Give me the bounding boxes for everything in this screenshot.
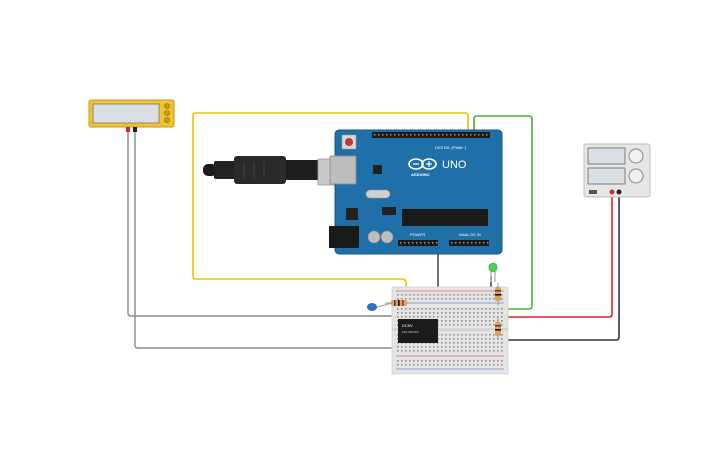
multimeter-probe-black	[133, 127, 137, 132]
usb-cable[interactable]	[203, 156, 345, 186]
yellow-wire[interactable]	[192, 112, 469, 300]
digital-pins-label: DIGITAL (PWM~)	[435, 145, 467, 150]
board-model-label: UNO	[442, 159, 467, 171]
capacitor-2	[380, 230, 394, 244]
arduino-logo-icon	[408, 158, 437, 170]
usb-chip	[373, 165, 382, 174]
breadboard-channel	[392, 328, 508, 331]
current-knob[interactable]	[628, 168, 644, 184]
gray-wire-lower[interactable]	[134, 126, 398, 349]
analog-pins-label: ANALOG IN	[459, 232, 481, 237]
analog-header[interactable]	[449, 240, 489, 246]
voltage-knob[interactable]	[628, 148, 644, 164]
black-wire-supply[interactable]	[497, 192, 620, 341]
terminal-positive[interactable]	[609, 189, 615, 195]
diode[interactable]	[367, 302, 393, 311]
power-supply-display-2	[587, 167, 626, 185]
regulator-chip	[346, 208, 358, 220]
multimeter-probe-red	[126, 127, 130, 132]
power-supply[interactable]	[583, 143, 651, 198]
wires	[127, 112, 620, 349]
relay[interactable]: DC5V 10A 250VAC	[398, 319, 438, 343]
resistor-2[interactable]	[495, 283, 501, 305]
gray-wire-upper[interactable]	[127, 126, 406, 317]
capacitor-1	[367, 230, 381, 244]
multimeter-knob-2	[164, 110, 170, 116]
crystal	[365, 189, 391, 199]
power-switch[interactable]	[589, 190, 597, 194]
power-header[interactable]	[398, 240, 438, 246]
resistor-3[interactable]	[495, 318, 501, 340]
board-brand-label: ARDUINO	[411, 172, 430, 177]
power-pins-label: POWER	[410, 232, 425, 237]
green-wire[interactable]	[473, 115, 533, 310]
relay-sublabel: 10A 250VAC	[402, 330, 420, 334]
red-wire[interactable]	[499, 192, 613, 318]
atmega-chip	[402, 209, 488, 226]
multimeter[interactable]	[88, 99, 175, 132]
green-led[interactable]	[488, 262, 498, 282]
multimeter-knob-3	[164, 117, 170, 123]
terminal-negative[interactable]	[616, 189, 622, 195]
resistor-1[interactable]	[385, 300, 414, 306]
arduino-board[interactable]: UNO ARDUINO DIGITAL (PWM~) POWER ANALOG …	[329, 129, 503, 255]
usb-jack	[329, 155, 357, 185]
power-supply-display-1	[587, 147, 626, 165]
power-jack	[329, 226, 359, 248]
multimeter-display	[92, 103, 160, 124]
multimeter-knob-1	[164, 103, 170, 109]
relay-label: DC5V	[402, 323, 413, 328]
